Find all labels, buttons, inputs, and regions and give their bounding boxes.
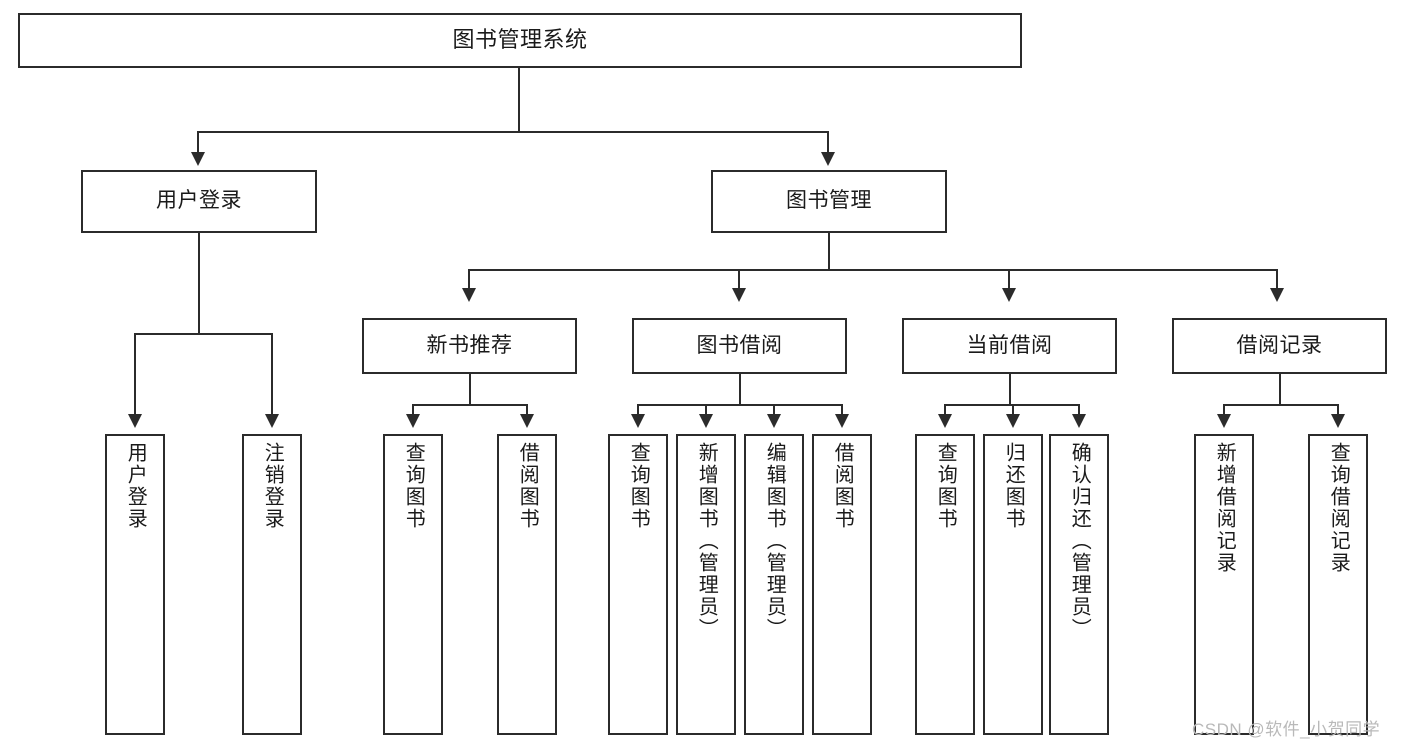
- connector-currentborrow-leg-1: [944, 404, 946, 416]
- arrow-to-borrow-record: [1270, 288, 1284, 302]
- connector-borrowrecord-leg-2: [1337, 404, 1339, 416]
- connector-bookmanage-trunk: [828, 233, 830, 271]
- node-new-book[interactable]: 新书推荐: [362, 318, 577, 374]
- node-label: 图书管理系统: [452, 27, 588, 53]
- leaf-bb-edit-book-admin[interactable]: 编辑图书（管理员）: [744, 434, 804, 735]
- arrow-to-leaf-bb-borrow: [835, 414, 849, 428]
- connector-borrowrecord-trunk: [1279, 374, 1281, 406]
- node-label: 借阅记录: [1236, 333, 1323, 357]
- connector-bookborrow-bar: [637, 404, 842, 406]
- connector-userlogin-leg-2: [271, 333, 273, 416]
- node-label: 新增图书（管理员）: [695, 442, 718, 640]
- connector-bookmanage-bar: [468, 269, 1278, 271]
- connector-bookborrow-leg-1: [637, 404, 639, 416]
- node-label: 编辑图书（管理员）: [763, 442, 786, 640]
- connector-userlogin-bar: [134, 333, 272, 335]
- node-book-manage[interactable]: 图书管理: [711, 170, 947, 233]
- connector-newbook-leg-2: [526, 404, 528, 416]
- connector-borrowrecord-bar: [1223, 404, 1338, 406]
- connector-bookborrow-leg-3: [773, 404, 775, 416]
- leaf-bb-query-book[interactable]: 查询图书: [608, 434, 668, 735]
- leaf-br-add-record[interactable]: 新增借阅记录: [1194, 434, 1254, 735]
- arrow-to-leaf-logout: [265, 414, 279, 428]
- leaf-logout[interactable]: 注销登录: [242, 434, 302, 735]
- connector-root-leg-1: [197, 131, 199, 155]
- arrow-to-book-borrow: [732, 288, 746, 302]
- arrow-to-leaf-bb-edit: [767, 414, 781, 428]
- connector-bookborrow-trunk: [739, 374, 741, 406]
- connector-bookborrow-leg-2: [705, 404, 707, 416]
- arrow-to-leaf-cb-confirm: [1072, 414, 1086, 428]
- leaf-br-query-record[interactable]: 查询借阅记录: [1308, 434, 1368, 735]
- node-label: 注销登录: [261, 442, 284, 530]
- leaf-cb-confirm-return-admin[interactable]: 确认归还（管理员）: [1049, 434, 1109, 735]
- arrow-to-leaf-bb-query: [631, 414, 645, 428]
- connector-root-trunk: [518, 68, 520, 133]
- arrow-to-leaf-newbook-query: [406, 414, 420, 428]
- arrow-to-leaf-br-add: [1217, 414, 1231, 428]
- node-label: 当前借阅: [966, 333, 1053, 357]
- arrow-to-new-book: [462, 288, 476, 302]
- arrow-to-leaf-bb-add: [699, 414, 713, 428]
- connector-newbook-bar: [412, 404, 527, 406]
- node-borrow-record[interactable]: 借阅记录: [1172, 318, 1387, 374]
- node-label: 用户登录: [156, 189, 242, 213]
- node-label: 图书管理: [786, 189, 872, 213]
- node-label: 确认归还（管理员）: [1068, 442, 1091, 640]
- node-label: 借阅图书: [516, 442, 539, 530]
- connector-currentborrow-leg-2: [1012, 404, 1014, 416]
- node-book-borrow[interactable]: 图书借阅: [632, 318, 847, 374]
- arrow-to-leaf-br-query: [1331, 414, 1345, 428]
- node-label: 查询借阅记录: [1327, 442, 1350, 574]
- leaf-bb-add-book-admin[interactable]: 新增图书（管理员）: [676, 434, 736, 735]
- node-label: 查询图书: [627, 442, 650, 530]
- arrow-to-current-borrow: [1002, 288, 1016, 302]
- connector-userlogin-leg-1: [134, 333, 136, 416]
- leaf-cb-return-book[interactable]: 归还图书: [983, 434, 1043, 735]
- connector-bookmanage-leg-4: [1276, 269, 1278, 291]
- node-label: 查询图书: [934, 442, 957, 530]
- connector-newbook-trunk: [469, 374, 471, 406]
- connector-currentborrow-bar: [944, 404, 1079, 406]
- arrow-to-leaf-cb-query: [938, 414, 952, 428]
- connector-currentborrow-leg-3: [1078, 404, 1080, 416]
- node-user-login[interactable]: 用户登录: [81, 170, 317, 233]
- connector-bookmanage-leg-1: [468, 269, 470, 291]
- connector-currentborrow-trunk: [1009, 374, 1011, 406]
- connector-bookborrow-leg-4: [841, 404, 843, 416]
- node-label: 用户登录: [124, 442, 147, 530]
- arrow-to-book-manage: [821, 152, 835, 166]
- arrow-to-leaf-newbook-borrow: [520, 414, 534, 428]
- node-root-system[interactable]: 图书管理系统: [18, 13, 1022, 68]
- leaf-newbook-borrow-book[interactable]: 借阅图书: [497, 434, 557, 735]
- node-label: 新书推荐: [426, 333, 513, 357]
- connector-newbook-leg-1: [412, 404, 414, 416]
- node-label: 借阅图书: [831, 442, 854, 530]
- connector-bookmanage-leg-2: [738, 269, 740, 291]
- node-label: 查询图书: [402, 442, 425, 530]
- connector-userlogin-trunk: [198, 233, 200, 335]
- node-current-borrow[interactable]: 当前借阅: [902, 318, 1117, 374]
- arrow-to-user-login: [191, 152, 205, 166]
- connector-root-leg-2: [827, 131, 829, 155]
- leaf-bb-borrow-book[interactable]: 借阅图书: [812, 434, 872, 735]
- node-label: 新增借阅记录: [1213, 442, 1236, 574]
- connector-root-bar: [197, 131, 829, 133]
- leaf-cb-query-book[interactable]: 查询图书: [915, 434, 975, 735]
- connector-bookmanage-leg-3: [1008, 269, 1010, 291]
- arrow-to-leaf-cb-return: [1006, 414, 1020, 428]
- connector-borrowrecord-leg-1: [1223, 404, 1225, 416]
- leaf-newbook-query-book[interactable]: 查询图书: [383, 434, 443, 735]
- arrow-to-leaf-user-login: [128, 414, 142, 428]
- leaf-user-login[interactable]: 用户登录: [105, 434, 165, 735]
- node-label: 归还图书: [1002, 442, 1025, 530]
- node-label: 图书借阅: [696, 333, 783, 357]
